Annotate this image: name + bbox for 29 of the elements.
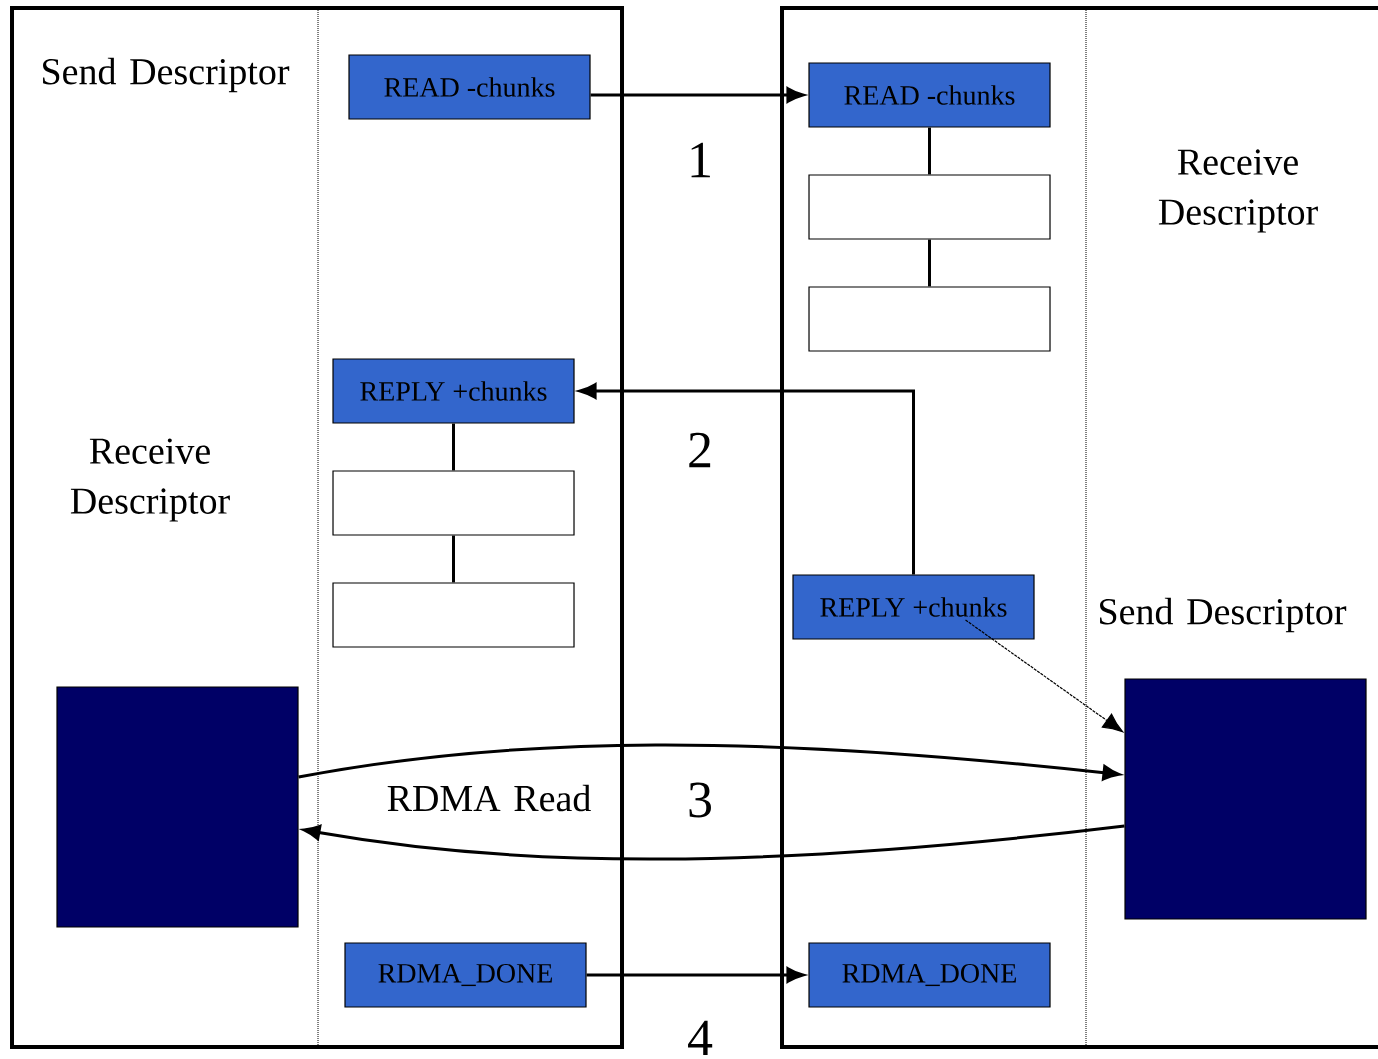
arrow bbox=[298, 743, 1121, 781]
message-box: READ -chunks bbox=[348, 54, 591, 120]
empty-box bbox=[332, 470, 575, 536]
panel bbox=[10, 6, 624, 1049]
side-heading: Receive Descriptor bbox=[70, 438, 230, 522]
empty-box bbox=[808, 174, 1051, 240]
arrow bbox=[578, 383, 915, 575]
buffer-block bbox=[56, 686, 299, 928]
step-number: 3 bbox=[689, 782, 711, 818]
message-box: RDMA_DONE bbox=[344, 942, 587, 1008]
arrow bbox=[590, 87, 805, 103]
panel bbox=[780, 6, 1378, 1049]
step-number: 4 bbox=[688, 1020, 713, 1056]
step-number: 1 bbox=[691, 142, 710, 178]
empty-box bbox=[808, 286, 1051, 352]
message-box: REPLY +chunks bbox=[332, 358, 575, 424]
annotation: RDMA Read bbox=[387, 784, 591, 812]
arrow bbox=[302, 824, 1125, 861]
side-heading: Send Descriptor bbox=[1100, 597, 1347, 633]
message-box: READ -chunks bbox=[808, 62, 1051, 128]
arrow bbox=[586, 967, 805, 983]
side-heading: Receive Descriptor bbox=[1158, 149, 1318, 233]
arrow bbox=[964, 619, 1124, 733]
step-number: 2 bbox=[689, 432, 711, 468]
side-heading: Send Descriptor bbox=[43, 57, 290, 93]
buffer-block bbox=[1124, 678, 1367, 920]
empty-box bbox=[332, 582, 575, 648]
message-box: REPLY +chunks bbox=[792, 574, 1035, 640]
message-box: RDMA_DONE bbox=[808, 942, 1051, 1008]
